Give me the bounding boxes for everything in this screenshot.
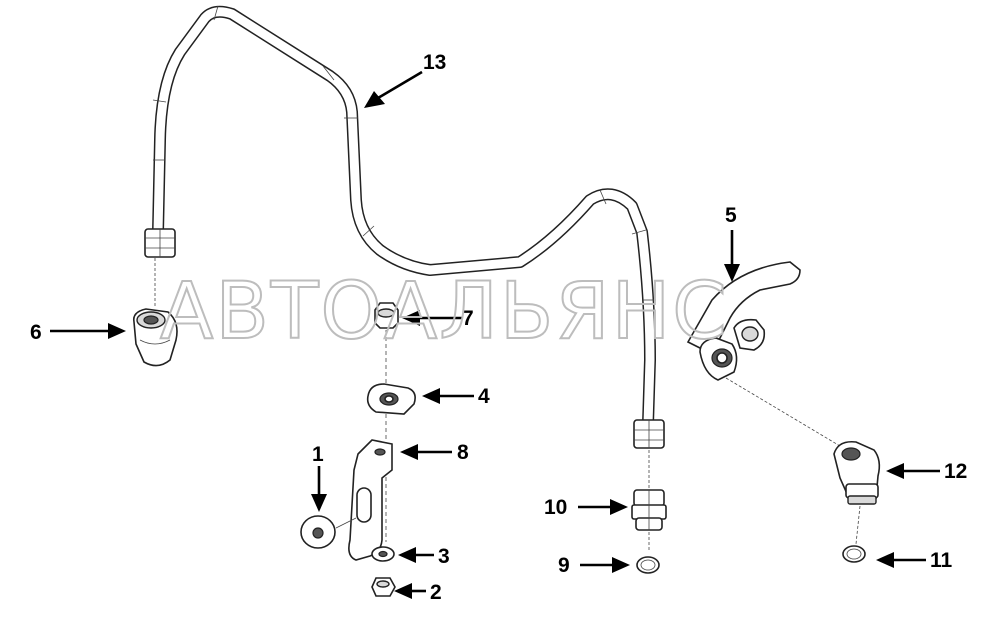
callout-7: 7 xyxy=(462,307,474,330)
pipe-13 xyxy=(152,5,656,430)
callout-13: 13 xyxy=(423,51,446,74)
callout-10: 10 xyxy=(544,496,567,519)
angled-fitting-12 xyxy=(833,440,881,505)
washer-1 xyxy=(300,515,357,549)
oring-11 xyxy=(842,505,866,563)
callout-8: 8 xyxy=(457,441,469,464)
elbow-fitting-6 xyxy=(132,258,178,367)
callout-6: 6 xyxy=(30,321,42,344)
callout-11: 11 xyxy=(930,549,953,572)
watermark: АВТОАЛЬЯНС xyxy=(160,267,729,357)
callout-12: 12 xyxy=(944,460,967,483)
pipe-5 xyxy=(686,261,841,447)
callout-9: 9 xyxy=(558,554,570,577)
callout-2: 2 xyxy=(430,581,442,604)
callout-1: 1 xyxy=(312,443,324,466)
bracket-8 xyxy=(348,439,393,561)
clamp-4 xyxy=(366,383,416,415)
washer-3 xyxy=(371,546,395,562)
callout-arrows xyxy=(50,70,940,599)
pipe-nut-right xyxy=(633,419,665,449)
pipe-nut-left xyxy=(144,228,176,258)
bolt-7 xyxy=(374,302,399,542)
callout-5: 5 xyxy=(725,204,737,227)
nut-2 xyxy=(371,577,396,597)
oring-9 xyxy=(636,532,660,574)
callout-3: 3 xyxy=(438,545,450,568)
adapter-10 xyxy=(631,450,667,531)
callout-4: 4 xyxy=(478,385,490,408)
